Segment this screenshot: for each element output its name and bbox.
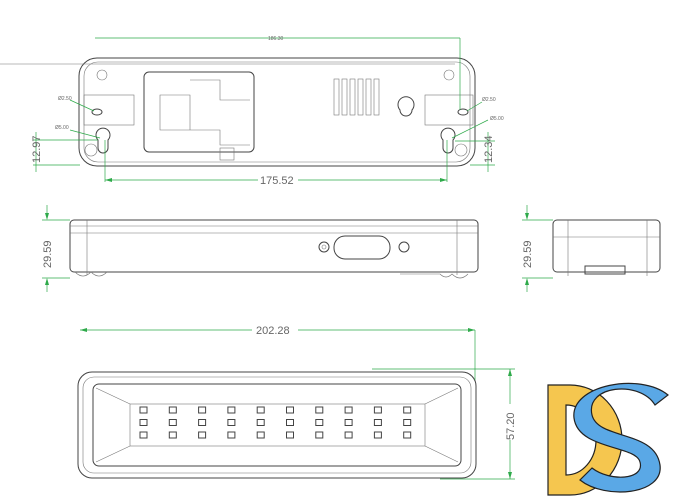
led [286,419,294,426]
led [198,406,207,414]
led [286,431,294,439]
dim-front-height: 57.20 [505,412,517,440]
led [373,406,382,414]
dim-end-height: 29.59 [522,240,534,268]
led [227,419,236,426]
dim-left-offset: 12.97 [31,135,43,163]
led [198,431,207,439]
led [168,431,177,439]
end-view: 29.59 [522,205,661,292]
dim-small-hole-left: Ø2.50 [58,96,72,102]
led [315,406,324,414]
led [256,406,265,414]
led [315,431,324,439]
top-view: 186.30 175.52 12.97 12.34 Ø2.50 Ø5.00 Ø2… [0,36,504,187]
led [403,431,412,439]
led [256,419,265,426]
ds-logo [547,382,669,496]
led [373,419,382,426]
led [198,419,207,426]
led [403,419,412,426]
led [315,419,324,426]
dim-right-offset: 12.34 [483,135,495,163]
led [286,406,294,414]
led [344,406,353,414]
vent-slots [333,78,380,116]
led [373,431,382,439]
dim-front-length: 202.28 [256,325,290,337]
led [227,431,236,439]
led [139,431,148,439]
front-view: 202.28 57.20 [77,323,517,480]
keyhole-right [440,127,456,154]
dim-keyhole-left: Ø5.00 [55,125,69,131]
led [139,419,148,426]
led [139,406,148,414]
dim-keyhole-right: Ø5.00 [490,116,504,122]
led [168,419,177,426]
led-grid [139,406,412,439]
led [168,406,177,414]
led [344,419,353,426]
keyhole-left [95,127,111,154]
led [403,406,412,414]
dim-side-height: 29.59 [42,240,54,268]
keyhole-center [397,96,415,117]
led [256,431,265,439]
dim-hole-spacing: 175.52 [260,175,294,187]
side-view: 29.59 [42,205,479,292]
dim-small-hole-right: Ø2.50 [482,97,496,103]
led [227,406,236,414]
battery-cover [143,71,255,153]
led [344,431,353,439]
dim-overall-width: 186.30 [268,36,284,42]
